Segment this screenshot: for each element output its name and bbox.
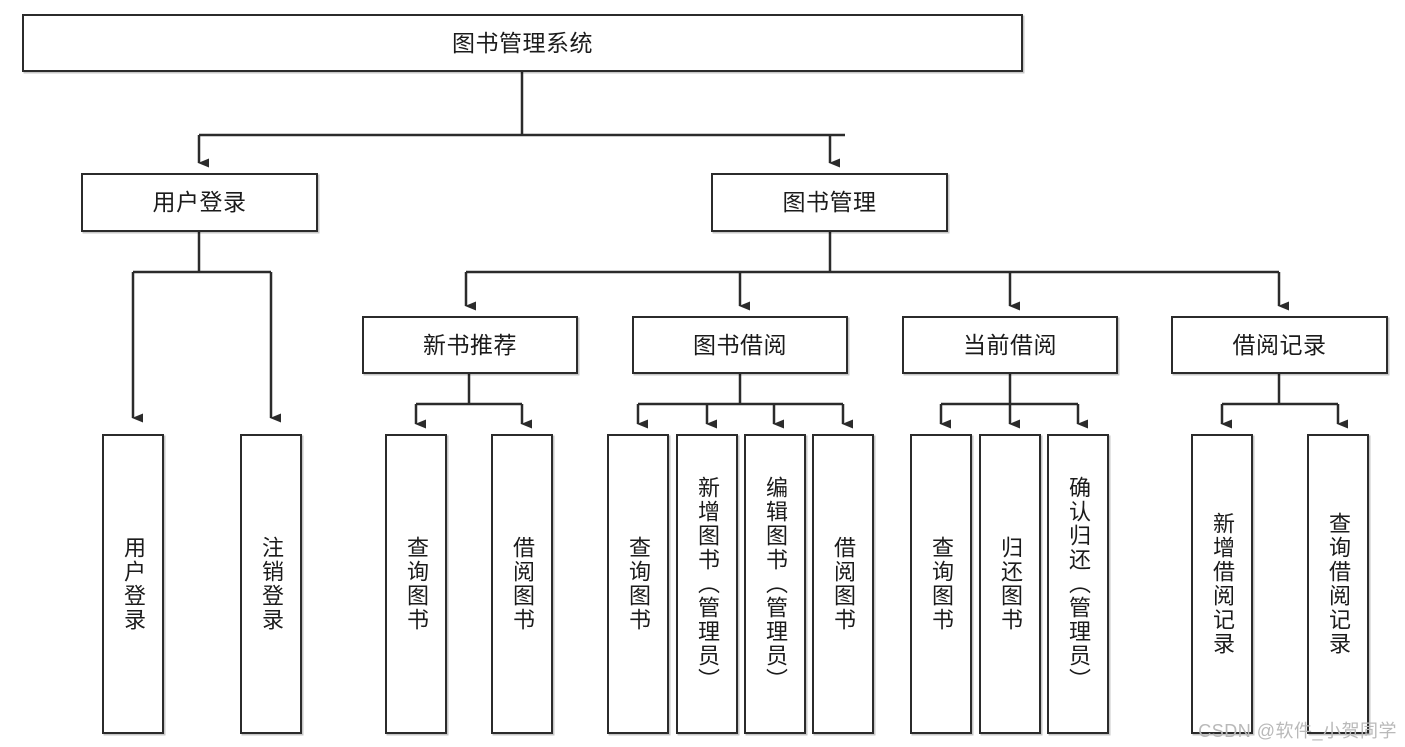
node-current-borrow-label: 当前借阅 [963, 331, 1057, 358]
node-leaf-borrow-book-2-label: 借阅图书 [831, 536, 856, 632]
node-root-label: 图书管理系统 [452, 29, 593, 56]
node-leaf-confirm-return[interactable]: 确认归还（管理员） [1047, 434, 1109, 734]
node-leaf-borrow-book-2[interactable]: 借阅图书 [812, 434, 874, 734]
node-leaf-query-book-1[interactable]: 查询图书 [385, 434, 447, 734]
node-user-login-label: 用户登录 [152, 189, 247, 216]
node-leaf-query-book-1-label: 查询图书 [404, 536, 429, 632]
node-borrow-record-label: 借阅记录 [1232, 331, 1327, 358]
node-new-book-recommend-label: 新书推荐 [423, 331, 517, 358]
node-leaf-user-logout[interactable]: 注销登录 [240, 434, 302, 734]
node-leaf-edit-book[interactable]: 编辑图书（管理员） [744, 434, 806, 734]
node-leaf-return-book[interactable]: 归还图书 [979, 434, 1041, 734]
node-book-borrow[interactable]: 图书借阅 [632, 316, 848, 374]
node-leaf-user-login-label: 用户登录 [121, 536, 146, 632]
node-book-borrow-label: 图书借阅 [693, 331, 787, 358]
node-leaf-edit-book-label: 编辑图书（管理员） [763, 476, 788, 692]
node-borrow-record[interactable]: 借阅记录 [1171, 316, 1388, 374]
node-user-login[interactable]: 用户登录 [81, 173, 318, 232]
node-book-management[interactable]: 图书管理 [711, 173, 948, 232]
node-leaf-query-book-3[interactable]: 查询图书 [910, 434, 972, 734]
node-leaf-user-logout-label: 注销登录 [259, 536, 284, 632]
node-leaf-add-book[interactable]: 新增图书（管理员） [676, 434, 738, 734]
node-new-book-recommend[interactable]: 新书推荐 [362, 316, 578, 374]
node-leaf-add-record[interactable]: 新增借阅记录 [1191, 434, 1253, 734]
node-leaf-add-book-label: 新增图书（管理员） [695, 476, 720, 692]
csdn-watermark: CSDN @软件_小贺同学 [1198, 721, 1397, 741]
node-leaf-borrow-book-1[interactable]: 借阅图书 [491, 434, 553, 734]
node-root[interactable]: 图书管理系统 [22, 14, 1023, 72]
node-leaf-add-record-label: 新增借阅记录 [1210, 512, 1235, 656]
node-book-management-label: 图书管理 [782, 189, 877, 216]
node-leaf-query-book-2-label: 查询图书 [626, 536, 651, 632]
node-leaf-confirm-return-label: 确认归还（管理员） [1066, 476, 1091, 692]
node-current-borrow[interactable]: 当前借阅 [902, 316, 1118, 374]
node-leaf-return-book-label: 归还图书 [998, 536, 1023, 632]
node-leaf-query-book-2[interactable]: 查询图书 [607, 434, 669, 734]
node-leaf-query-record[interactable]: 查询借阅记录 [1307, 434, 1369, 734]
node-leaf-query-book-3-label: 查询图书 [929, 536, 954, 632]
node-leaf-user-login[interactable]: 用户登录 [102, 434, 164, 734]
node-leaf-borrow-book-1-label: 借阅图书 [510, 536, 535, 632]
node-leaf-query-record-label: 查询借阅记录 [1326, 512, 1351, 656]
